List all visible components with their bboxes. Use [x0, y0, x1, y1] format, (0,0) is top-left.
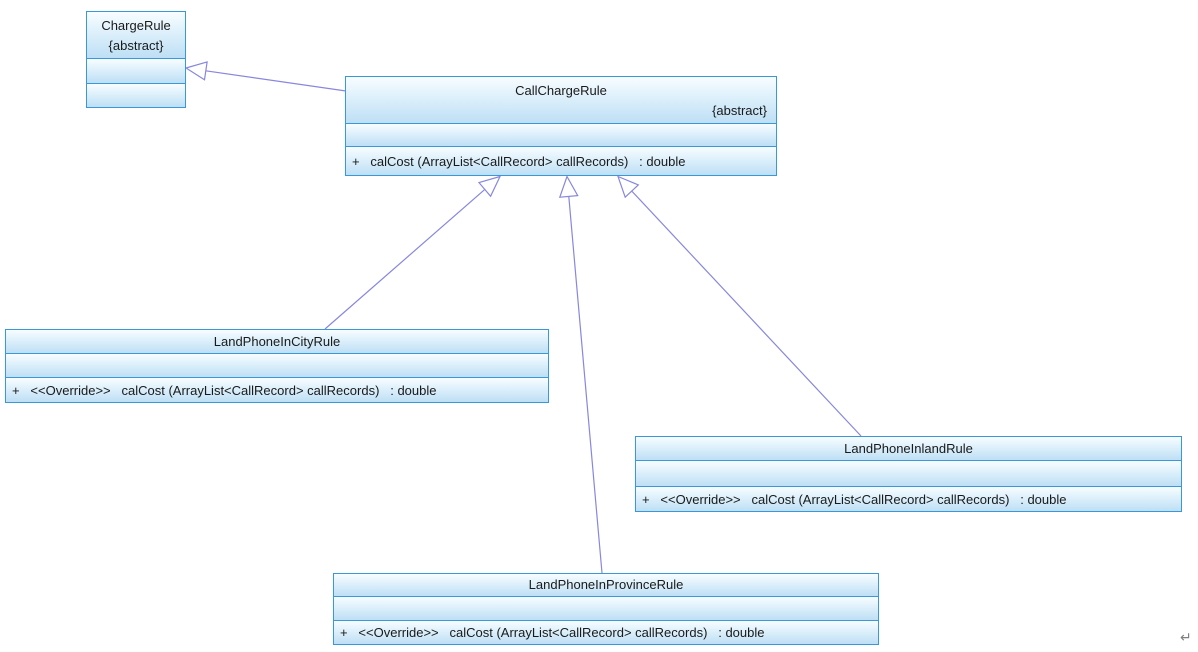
- triangle-arrowhead: [184, 61, 208, 81]
- class-title-compartment: LandPhoneInlandRule: [636, 437, 1181, 460]
- generalization-line[interactable]: [568, 196, 603, 574]
- class-box-landphoneinprovincerule[interactable]: LandPhoneInProvinceRule + <<Override>> c…: [333, 573, 879, 645]
- generalization-line[interactable]: [631, 190, 862, 437]
- class-title-compartment: ChargeRule {abstract}: [87, 12, 185, 58]
- generalization-edge-callchargerule-to-chargerule[interactable]: [184, 61, 347, 92]
- class-stereotype: {abstract}: [108, 38, 164, 53]
- class-box-callchargerule[interactable]: CallChargeRule {abstract} + calCost (Arr…: [345, 76, 777, 176]
- triangle-arrowhead: [477, 175, 502, 198]
- class-name: CallChargeRule: [515, 83, 607, 98]
- methods-compartment: [87, 83, 185, 107]
- generalization-line[interactable]: [324, 188, 486, 330]
- return-mark: ↵: [1180, 629, 1192, 645]
- methods-compartment: + calCost (ArrayList<CallRecord> callRec…: [346, 146, 776, 175]
- methods-compartment: + <<Override>> calCost (ArrayList<CallRe…: [334, 620, 878, 644]
- methods-compartment: + <<Override>> calCost (ArrayList<CallRe…: [636, 486, 1181, 511]
- class-title-compartment: LandPhoneInProvinceRule: [334, 574, 878, 596]
- class-box-chargerule[interactable]: ChargeRule {abstract}: [86, 11, 186, 108]
- class-name: LandPhoneInProvinceRule: [528, 577, 684, 592]
- generalization-line[interactable]: [205, 70, 347, 92]
- method-row: + calCost (ArrayList<CallRecord> callRec…: [352, 153, 686, 169]
- attributes-compartment: [6, 353, 548, 377]
- generalization-edge-landphoneincityrule-to-callchargerule[interactable]: [324, 175, 502, 330]
- attributes-compartment: [334, 596, 878, 620]
- generalization-edge-landphoneinlandrule-to-callchargerule[interactable]: [616, 175, 862, 437]
- method-row: + <<Override>> calCost (ArrayList<CallRe…: [642, 491, 1067, 507]
- attributes-compartment: [636, 460, 1181, 486]
- class-name: LandPhoneInCityRule: [213, 333, 341, 349]
- triangle-arrowhead: [558, 175, 579, 198]
- class-title-compartment: LandPhoneInCityRule: [6, 330, 548, 353]
- generalization-edge-landphoneinprovincerule-to-callchargerule[interactable]: [558, 175, 603, 574]
- class-title-compartment: CallChargeRule {abstract}: [346, 77, 776, 123]
- triangle-arrowhead: [616, 175, 640, 199]
- attributes-compartment: [346, 123, 776, 146]
- class-stereotype: {abstract}: [712, 103, 767, 118]
- methods-compartment: + <<Override>> calCost (ArrayList<CallRe…: [6, 377, 548, 402]
- attributes-compartment: [87, 58, 185, 83]
- class-box-landphoneinlandrule[interactable]: LandPhoneInlandRule + <<Override>> calCo…: [635, 436, 1182, 512]
- method-row: + <<Override>> calCost (ArrayList<CallRe…: [340, 625, 765, 640]
- method-row: + <<Override>> calCost (ArrayList<CallRe…: [12, 382, 437, 398]
- class-name: ChargeRule: [101, 18, 171, 33]
- class-name: LandPhoneInlandRule: [844, 440, 973, 456]
- class-box-landphoneincityrule[interactable]: LandPhoneInCityRule + <<Override>> calCo…: [5, 329, 549, 403]
